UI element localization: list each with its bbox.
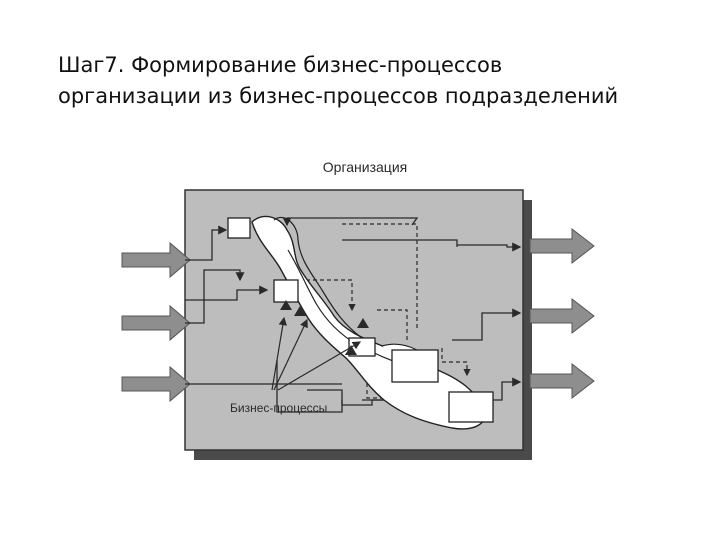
slide-title-line-2: организации из бизнес-процессов подразде… xyxy=(58,84,619,108)
output-arrows xyxy=(529,227,595,400)
flow-band-inner-1 xyxy=(273,216,363,339)
output-arrow-1 xyxy=(529,227,595,265)
diagram-canvas: Организация xyxy=(121,159,595,460)
process-box-5 xyxy=(448,391,494,423)
input-arrows xyxy=(121,241,191,403)
process-boxes xyxy=(227,217,494,423)
box-markers xyxy=(280,300,369,355)
flow-lines xyxy=(185,217,522,413)
slide-title-line-1: Шаг7. Формирование бизнес-процессов xyxy=(58,53,503,77)
organization-process-diagram: Организация xyxy=(112,150,607,480)
process-box-1 xyxy=(227,217,251,239)
input-arrow-3 xyxy=(121,365,191,403)
slide-title: Шаг7. Формирование бизнес-процессов орга… xyxy=(58,50,698,112)
label-pointers xyxy=(271,316,362,391)
organization-label: Организация xyxy=(323,159,407,175)
output-arrow-2 xyxy=(529,297,595,335)
input-arrow-1 xyxy=(121,241,191,279)
process-box-4 xyxy=(391,349,439,383)
process-box-2 xyxy=(273,279,299,303)
output-arrow-3 xyxy=(529,362,595,400)
business-processes-label: Бизнес-процессы xyxy=(230,401,327,415)
input-arrow-2 xyxy=(121,304,191,342)
